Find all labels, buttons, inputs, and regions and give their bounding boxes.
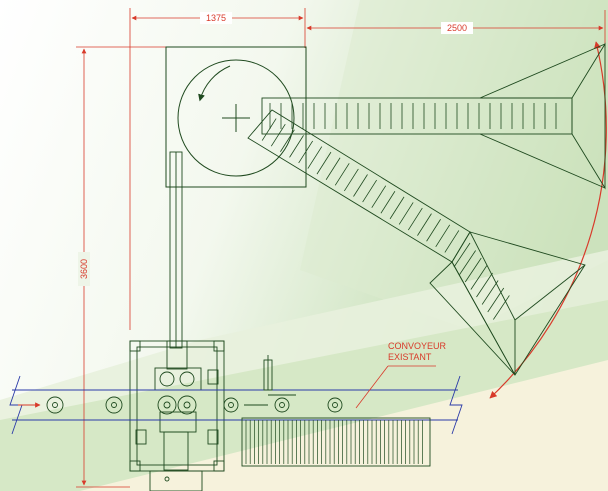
dimension-height-label: 3600 <box>79 259 89 279</box>
slat <box>334 163 350 186</box>
slat <box>344 168 359 192</box>
slat <box>470 265 488 290</box>
rotary-head <box>165 46 307 188</box>
slat <box>417 213 432 236</box>
arm-horizontal <box>261 42 606 190</box>
arm-horizontal-slats <box>269 103 557 129</box>
slat <box>481 280 499 305</box>
conveyor-rollers <box>46 355 343 415</box>
conveyor-label: CONVOYEUR EXISTANT <box>355 341 447 409</box>
slat <box>435 224 451 248</box>
slat <box>316 151 332 175</box>
slat <box>407 207 423 231</box>
arm-diagonal-slats <box>261 118 510 320</box>
slat <box>362 179 377 203</box>
arm-diagonal <box>247 109 586 376</box>
slat <box>325 157 341 180</box>
slat <box>298 140 314 164</box>
slat <box>270 123 286 147</box>
slat <box>444 230 460 253</box>
slat <box>371 185 387 208</box>
slat <box>353 174 368 197</box>
conveyor-label-line1: CONVOYEUR <box>388 341 447 351</box>
slat <box>380 191 396 214</box>
slat <box>389 196 405 220</box>
dimension-top-width-label: 1375 <box>206 13 226 23</box>
slat <box>493 295 510 320</box>
slat <box>464 257 482 283</box>
slat <box>307 146 323 169</box>
vertical-mast <box>169 151 183 349</box>
slat <box>398 202 414 225</box>
dimension-arm-reach-label: 2500 <box>447 23 467 33</box>
conveyor-label-line2: EXISTANT <box>388 352 432 362</box>
accumulation-table-slats <box>245 420 423 464</box>
slat <box>426 219 441 242</box>
slat <box>459 250 476 275</box>
conveyor-existing <box>9 375 463 435</box>
slat <box>453 242 471 268</box>
slat <box>261 118 277 141</box>
slat <box>487 287 505 313</box>
accumulation-table <box>241 417 431 467</box>
slat <box>280 129 295 152</box>
slat <box>289 135 304 158</box>
slat <box>476 272 493 298</box>
